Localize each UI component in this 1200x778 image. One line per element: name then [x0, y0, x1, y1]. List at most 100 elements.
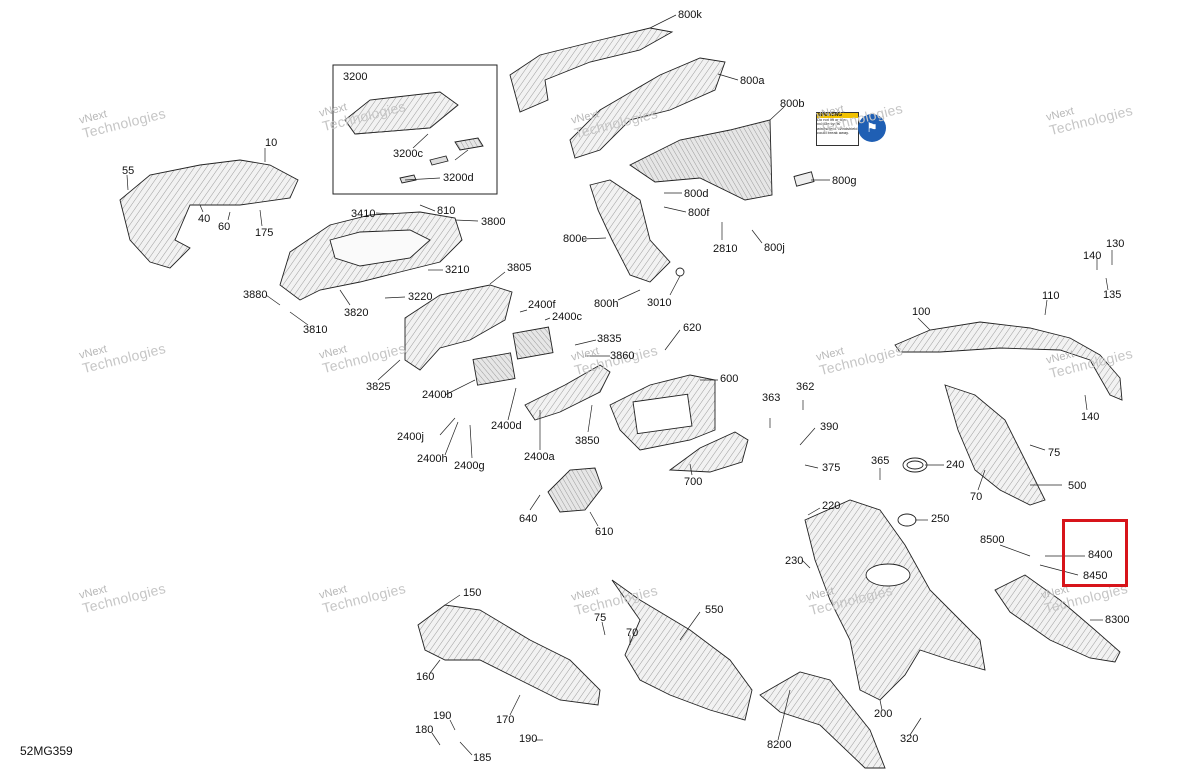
part-label[interactable]: 8200 — [767, 739, 792, 751]
part-label[interactable]: 3880 — [243, 289, 268, 301]
part-label[interactable]: 3200c — [393, 148, 423, 160]
part-label[interactable]: 800a — [740, 75, 765, 87]
part-label[interactable]: 800k — [678, 9, 702, 21]
part-label[interactable]: 2810 — [713, 243, 738, 255]
highlight-box — [1062, 519, 1128, 587]
part-label[interactable]: 3820 — [344, 307, 369, 319]
part-800a — [569, 57, 726, 159]
part-label[interactable]: 60 — [218, 221, 231, 233]
part-label[interactable]: 8400 — [1088, 549, 1113, 561]
part-label[interactable]: 75 — [594, 612, 607, 624]
part-label[interactable]: 75 — [1048, 447, 1061, 459]
part-label[interactable]: 3200d — [443, 172, 474, 184]
part-label[interactable]: 190 — [519, 733, 538, 745]
part-label[interactable]: 10 — [265, 137, 278, 149]
part-10 — [119, 159, 299, 269]
part-label[interactable]: 70 — [970, 491, 983, 503]
part-label[interactable]: 2400j — [397, 431, 424, 443]
part-label[interactable]: 3200 — [343, 71, 368, 83]
part-label[interactable]: 363 — [762, 392, 781, 404]
part-label[interactable]: 3835 — [597, 333, 622, 345]
part-610 — [547, 467, 603, 513]
part-label[interactable]: 150 — [463, 587, 482, 599]
part-label[interactable]: 190 — [433, 710, 452, 722]
part-label[interactable]: 160 — [416, 671, 435, 683]
part-2400b — [472, 352, 516, 386]
part-label[interactable]: 500 — [1068, 480, 1087, 492]
part-label[interactable]: 250 — [931, 513, 950, 525]
part-label[interactable]: 800j — [764, 242, 785, 254]
part-label[interactable]: 2400f — [528, 299, 556, 311]
part-label[interactable]: 620 — [683, 322, 702, 334]
part-label[interactable]: 100 — [912, 306, 931, 318]
part-label[interactable]: 2400h — [417, 453, 448, 465]
part-label[interactable]: 8500 — [980, 534, 1005, 546]
part-label[interactable]: 800h — [594, 298, 619, 310]
part-8200 — [759, 671, 886, 769]
part-label[interactable]: 3805 — [507, 262, 532, 274]
part-label[interactable]: 40 — [198, 213, 211, 225]
part-label[interactable]: 800c — [563, 233, 587, 245]
part-label[interactable]: 2400d — [491, 420, 522, 432]
part-label[interactable]: 600 — [720, 373, 739, 385]
part-800b — [629, 119, 773, 201]
part-label[interactable]: 3220 — [408, 291, 433, 303]
part-label[interactable]: 362 — [796, 381, 815, 393]
part-label[interactable]: 700 — [684, 476, 703, 488]
part-label[interactable]: 175 — [255, 227, 274, 239]
part-label[interactable]: 810 — [437, 205, 456, 217]
warning-sticker-title: WARNING — [817, 113, 858, 118]
part-label[interactable]: 640 — [519, 513, 538, 525]
part-label[interactable]: 2400b — [422, 389, 453, 401]
part-label[interactable]: 800d — [684, 188, 709, 200]
part-500 — [944, 384, 1046, 506]
inset-box-3200 — [332, 64, 498, 195]
part-label[interactable]: 3010 — [647, 297, 672, 309]
part-800k — [509, 27, 674, 113]
part-label[interactable]: 135 — [1103, 289, 1122, 301]
part-label[interactable]: 220 — [822, 500, 841, 512]
part-label[interactable]: 3825 — [366, 381, 391, 393]
part-label[interactable]: 130 — [1106, 238, 1125, 250]
part-label[interactable]: 610 — [595, 526, 614, 538]
part-label[interactable]: 365 — [871, 455, 890, 467]
part-label[interactable]: 320 — [900, 733, 919, 745]
part-label[interactable]: 140 — [1081, 411, 1100, 423]
part-label[interactable]: 170 — [496, 714, 515, 726]
part-label[interactable]: 140 — [1083, 250, 1102, 262]
leader-lines — [126, 14, 1113, 756]
part-label[interactable]: 240 — [946, 459, 965, 471]
part-label[interactable]: 70 — [626, 627, 639, 639]
part-label[interactable]: 3850 — [575, 435, 600, 447]
part-label[interactable]: 3860 — [610, 350, 635, 362]
part-label[interactable]: 8450 — [1083, 570, 1108, 582]
part-label[interactable]: 180 — [415, 724, 434, 736]
part-label[interactable]: 390 — [820, 421, 839, 433]
part-label[interactable]: 3410 — [351, 208, 376, 220]
part-label[interactable]: 2400a — [524, 451, 555, 463]
part-label[interactable]: 800g — [832, 175, 857, 187]
part-3200d — [399, 155, 449, 184]
part-label[interactable]: 55 — [122, 165, 135, 177]
part-label[interactable]: 2400c — [552, 311, 582, 323]
part-label[interactable]: 185 — [473, 752, 492, 764]
part-3805 — [404, 284, 513, 371]
part-label[interactable]: 375 — [822, 462, 841, 474]
part-label[interactable]: 3800 — [481, 216, 506, 228]
part-700 — [668, 431, 749, 473]
part-label[interactable]: 110 — [1042, 290, 1060, 302]
part-label[interactable]: 2400g — [454, 460, 485, 472]
part-label[interactable]: 200 — [874, 708, 893, 720]
warning-sticker-text: Do not lift or tow vehicle by its windsh… — [817, 116, 858, 135]
part-label[interactable]: 800b — [780, 98, 805, 110]
part-label[interactable]: 3210 — [445, 264, 470, 276]
part-label[interactable]: 800f — [688, 207, 710, 219]
part-800c — [589, 179, 671, 283]
part-label[interactable]: 3810 — [303, 324, 328, 336]
part-label[interactable]: 230 — [785, 555, 804, 567]
part-label[interactable]: 8300 — [1105, 614, 1130, 626]
part-3200c — [454, 137, 484, 151]
part-label[interactable]: 550 — [705, 604, 724, 616]
